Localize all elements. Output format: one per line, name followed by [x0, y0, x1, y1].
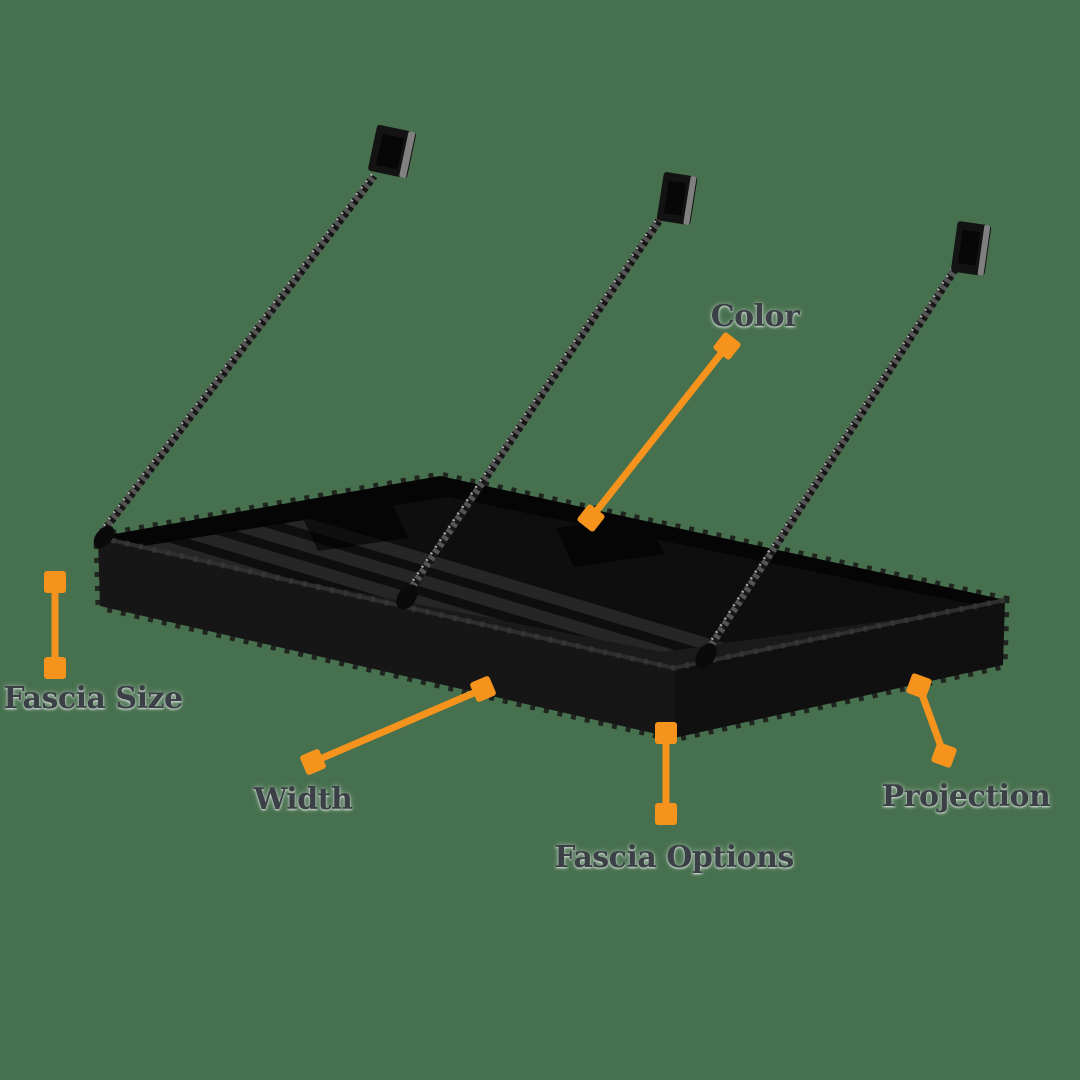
- fascia-size-marker-bottom: [44, 657, 66, 679]
- support-rod-right: [695, 263, 961, 669]
- canopy-fascia-face: [98, 537, 674, 738]
- color-callout-marker-tip: [577, 504, 605, 532]
- projection-marker-tip: [906, 673, 932, 699]
- fascia-options-callout: [655, 722, 677, 825]
- projection-marker-bottom: [931, 742, 957, 768]
- rod-foot-bracket-middle: [396, 584, 418, 610]
- rod-foot-bracket-left: [93, 525, 115, 549]
- color-callout: [577, 332, 741, 532]
- support-rod-middle: [396, 213, 666, 610]
- fascia-options-marker-bottom: [655, 803, 677, 825]
- wall-plate-middle: [656, 172, 698, 225]
- support-rod-left: [93, 173, 378, 549]
- canopy-tray: [93, 471, 1010, 743]
- fascia-size-marker-top: [44, 571, 66, 593]
- rod-foot-bracket-right: [695, 643, 717, 669]
- label-fascia-size: Fascia Size: [3, 681, 183, 716]
- width-marker-bottom: [300, 749, 326, 775]
- color-callout-marker-top: [713, 332, 741, 360]
- fascia-options-marker-top: [655, 722, 677, 744]
- wall-plate-left: [368, 124, 416, 179]
- projection-callout: [906, 673, 957, 768]
- label-projection: Projection: [881, 779, 1051, 814]
- width-callout: [300, 676, 496, 775]
- label-width: Width: [253, 782, 353, 817]
- canopy-inner-back-wall: [98, 476, 1005, 607]
- label-color: Color: [710, 299, 800, 334]
- label-fascia-options: Fascia Options: [554, 840, 794, 875]
- width-marker-tip: [470, 676, 496, 702]
- canopy-front-rim-serration: [97, 534, 1006, 672]
- canopy-right-face: [674, 600, 1005, 738]
- fascia-size-callout: [44, 571, 66, 679]
- wall-plate-right: [951, 221, 992, 276]
